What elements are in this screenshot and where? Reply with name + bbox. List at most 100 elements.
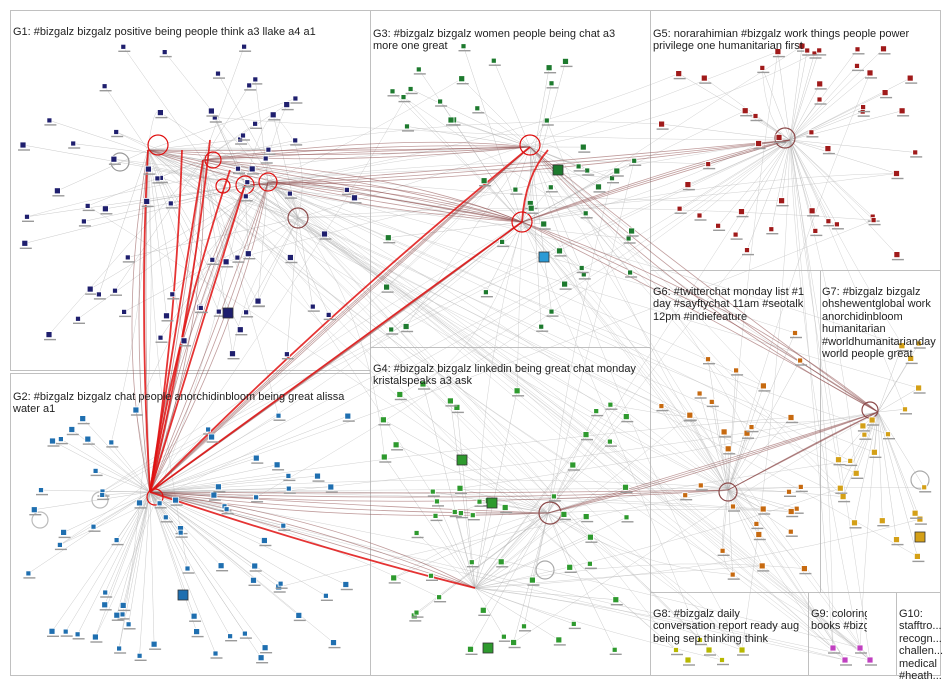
node-g4 <box>623 484 629 490</box>
node-g1 <box>253 121 258 126</box>
node-g4 <box>430 489 435 494</box>
node-g4 <box>480 607 486 613</box>
node-g2 <box>114 538 119 543</box>
node-g2 <box>211 492 217 498</box>
node-g6 <box>721 429 727 435</box>
node-g7 <box>848 458 853 463</box>
node-g3 <box>628 270 633 275</box>
edge <box>102 492 150 495</box>
edge <box>522 222 870 660</box>
edge <box>778 52 790 140</box>
node-g4 <box>437 595 442 600</box>
node-g7 <box>853 470 859 476</box>
node-g4 <box>468 646 474 652</box>
node-g1 <box>266 147 271 152</box>
node-g1 <box>157 110 163 116</box>
node-g5 <box>825 146 831 152</box>
node-g5 <box>733 232 738 237</box>
node-large <box>539 252 549 262</box>
node-g6 <box>754 521 759 526</box>
node-g2 <box>102 602 108 608</box>
edge <box>53 441 150 492</box>
node-g1 <box>235 255 240 260</box>
node-g3 <box>614 168 620 174</box>
node-g7 <box>903 407 908 412</box>
edge <box>298 218 689 416</box>
node-g2 <box>133 407 139 413</box>
edge-strong <box>150 492 475 588</box>
edge-strong <box>150 492 475 588</box>
node-g4 <box>623 414 629 420</box>
edge <box>140 492 150 656</box>
edge <box>522 61 566 222</box>
node-g2 <box>109 440 114 445</box>
node-g1 <box>22 240 28 246</box>
node-g5 <box>805 48 810 53</box>
node-g1 <box>114 130 119 135</box>
node-large <box>178 590 188 600</box>
node-g2 <box>93 468 98 473</box>
node-g2 <box>163 515 168 520</box>
node-g2 <box>281 523 286 528</box>
node-g1 <box>85 203 90 208</box>
node-g4 <box>452 510 457 515</box>
node-g4 <box>612 647 617 652</box>
node-g6 <box>725 446 731 452</box>
node-g4 <box>470 513 475 518</box>
node-g2 <box>137 653 142 658</box>
node-g4 <box>393 442 399 448</box>
node-g1 <box>96 292 101 297</box>
node-g7 <box>871 449 877 455</box>
node-large <box>915 532 925 542</box>
edge <box>215 117 790 140</box>
node-g5 <box>867 70 873 76</box>
edge <box>41 490 150 492</box>
node-g3 <box>390 89 395 94</box>
node-g2 <box>126 622 131 627</box>
node-g2 <box>213 651 218 656</box>
node-g1 <box>237 327 243 333</box>
node-g3 <box>438 99 443 104</box>
edge <box>150 492 154 644</box>
edge <box>150 268 582 492</box>
node-g8 <box>685 657 691 663</box>
node-g4 <box>447 398 453 404</box>
node-g2 <box>286 486 291 491</box>
node-g3 <box>405 124 410 129</box>
edge <box>548 509 791 513</box>
node-g5 <box>861 105 866 110</box>
node-g4 <box>529 577 535 583</box>
edge <box>475 519 920 588</box>
node-large <box>483 643 493 653</box>
node-g5 <box>826 219 831 224</box>
node-g7 <box>879 518 885 524</box>
node-g3 <box>626 236 631 241</box>
node-g2 <box>85 436 91 442</box>
node-g2 <box>194 629 200 635</box>
node-g1 <box>230 351 236 357</box>
node-g6 <box>759 563 765 569</box>
node-g4 <box>414 610 419 615</box>
node-g1 <box>310 304 315 309</box>
node-g1 <box>144 198 150 204</box>
edge <box>105 86 148 150</box>
node-g1 <box>216 309 221 314</box>
node-g4 <box>458 511 463 516</box>
node-g1 <box>284 102 290 108</box>
edge <box>61 439 150 492</box>
node-g3 <box>549 81 554 86</box>
node-g2 <box>218 563 224 569</box>
node-g2 <box>328 484 334 490</box>
node-g4 <box>556 637 562 643</box>
node-g5 <box>855 47 860 52</box>
node-g5 <box>894 252 900 258</box>
node-g5 <box>753 114 758 119</box>
node-g1 <box>81 219 86 224</box>
node-g7 <box>852 520 858 526</box>
node-g5 <box>809 130 814 135</box>
node-g8 <box>720 658 725 663</box>
edge <box>411 89 530 147</box>
node-g1 <box>210 257 215 262</box>
node-g6 <box>683 493 688 498</box>
edge <box>547 121 728 490</box>
